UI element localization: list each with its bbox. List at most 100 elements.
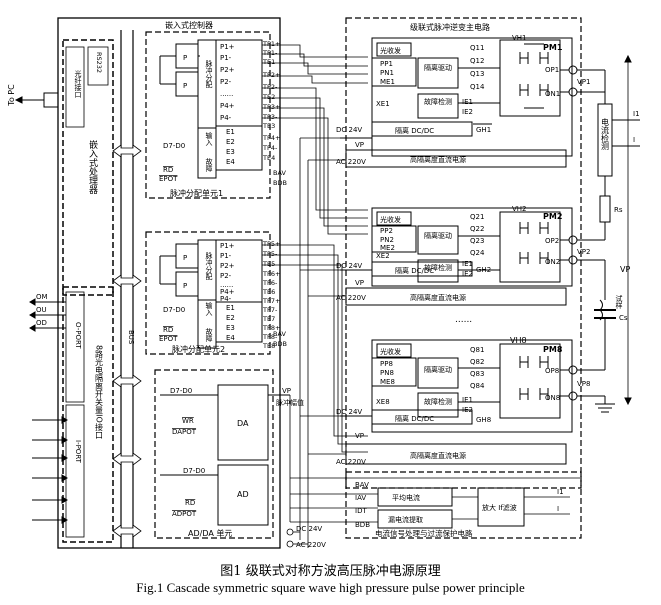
unit1-e-1: E2 [226, 138, 235, 146]
pm1-transceiver: 光收发 [380, 46, 401, 55]
pm2-vh: VH2 [512, 205, 527, 213]
pm1-op: OP1 [545, 66, 559, 74]
avg-current-label: 平均电流 [392, 493, 420, 502]
controller-title: 嵌入式控制器 [165, 20, 213, 30]
ad-d7d0: D7-D0 [183, 467, 205, 475]
tp-label: TE2 [262, 93, 275, 101]
pm2-hv-supply: 高隔离度直流电源 [410, 293, 466, 302]
unit1-label: 脉冲分配单元1 [170, 188, 223, 198]
unit2-box [145, 231, 271, 355]
pm8-pp: PP8 [380, 360, 393, 368]
pm8-dc24: DC 24V [336, 408, 362, 416]
modules-ellipsis: ...... [455, 315, 472, 325]
pm1-vh: VH1 [512, 34, 527, 42]
unit2-pin-4: ...... [220, 281, 233, 289]
pm1-q0: Q11 [470, 44, 484, 52]
om-label: OM [36, 293, 48, 301]
output-chain [577, 54, 640, 413]
pm1-on: ON1 [545, 90, 560, 98]
adda-label: AD/DA 单元 [188, 528, 232, 538]
tp-label: TP4+ [262, 134, 280, 142]
ad-block [217, 464, 269, 526]
unit2-bdb: BDB [273, 340, 287, 348]
pm1-gh: GH1 [476, 126, 491, 134]
ad-adpot: ADPOT [172, 510, 197, 518]
pm2-on: ON2 [545, 258, 560, 266]
pm1-ie0: IE1 [462, 98, 473, 106]
pm8-iso-dcdc: 隔离 DC/DC [395, 414, 434, 423]
io-module-label: 8路光电隔离开关量IO接口 [95, 345, 104, 439]
pm1-xe: XE1 [376, 100, 390, 108]
pm1-pp: PP1 [380, 60, 393, 68]
pm2-gh: GH2 [476, 266, 491, 274]
unit1-e-3: E4 [226, 158, 235, 166]
pm2-xe: XE2 [376, 252, 390, 260]
tp-label: TP1+ [262, 40, 280, 48]
unit1-dist-label: 脉冲分配 [205, 59, 213, 89]
unit1-pin-6: P4- [220, 114, 232, 122]
pm8-hv-supply: 高隔离度直流电源 [410, 451, 466, 460]
unit2-label: 脉冲分配单元2 [172, 344, 225, 354]
ad-rd: RD [185, 499, 195, 507]
tp-label: TP1- [262, 49, 278, 57]
proc-bdb: BDB [355, 521, 370, 529]
supply-rails [286, 137, 346, 548]
unit2-bav: BAV [273, 330, 286, 338]
ac220-label-bottom: AC 220V [296, 541, 326, 549]
fiber-port-label: 光纤接口 [74, 69, 82, 98]
unit2-e-3: E4 [226, 334, 235, 342]
unit1-pin-5: P4+ [220, 102, 235, 110]
pm8-gh: GH8 [476, 416, 491, 424]
pm1-driver: 隔离驱动 [424, 63, 452, 72]
pm2-q2: Q23 [470, 237, 484, 245]
unit1-box [145, 31, 271, 199]
da-dapot: DAPOT [172, 428, 197, 436]
unit1-d7d0: D7-D0 [163, 142, 185, 150]
tp-label: TE1 [262, 58, 275, 66]
adda-box [154, 369, 274, 539]
tp-label: TP2+ [262, 71, 280, 79]
processor-box [62, 39, 114, 296]
amp-filter-block [477, 487, 525, 527]
tp-label: TP6- [262, 279, 278, 287]
fiber-port-box [65, 46, 85, 128]
pm2-me: ME2 [380, 244, 395, 252]
tp-label: TP6+ [262, 270, 280, 278]
tp-label: TE3 [262, 122, 275, 130]
proc-i1: I1 [557, 488, 564, 496]
processing-wires [289, 395, 580, 523]
to-pc-label: To PC [7, 84, 16, 107]
ou-label: OU [36, 306, 47, 314]
tp-label: TP4- [262, 144, 278, 152]
tp-label: TP5+ [262, 240, 280, 248]
module-pm1 [340, 37, 578, 168]
bus-label: BUS [127, 330, 135, 345]
unit1-p-sub-label: P [183, 54, 187, 62]
i1-label: I1 [633, 110, 640, 118]
unit1-pin-3: P2- [220, 78, 232, 86]
unit2-pin-6: P4- [220, 295, 232, 303]
pm2-ie0: IE1 [462, 260, 473, 268]
figure-caption-cn: 图1 级联式对称方波高压脉冲电源原理 [220, 564, 441, 579]
da-wr: WR [182, 417, 194, 425]
unit1-pin-2: P2+ [220, 66, 235, 74]
pm2-vp: VP [355, 279, 364, 287]
unit1-pin-4: ...... [220, 90, 233, 98]
i-port-lines [32, 416, 68, 524]
proc-i: I [557, 505, 559, 513]
pm2-pp: PP2 [380, 227, 393, 235]
i-label: I [633, 136, 635, 144]
vp-total-label: VP [620, 265, 630, 274]
unit2-p-main-label: P [183, 282, 187, 290]
pm8-xe: XE8 [376, 398, 390, 406]
tp-label: TE8 [262, 342, 275, 350]
processing-title: 电流信号处理与过流保护电路 [375, 528, 473, 538]
pm8-label: PM8 [543, 345, 563, 354]
vp-label-da: VP [282, 387, 291, 395]
pm8-op: OP8 [545, 367, 559, 375]
pm8-q2: Q83 [470, 370, 484, 378]
pm2-op: OP2 [545, 237, 559, 245]
pm8-fault: 故障检测 [424, 397, 452, 406]
tp-label: TP3- [262, 113, 278, 121]
